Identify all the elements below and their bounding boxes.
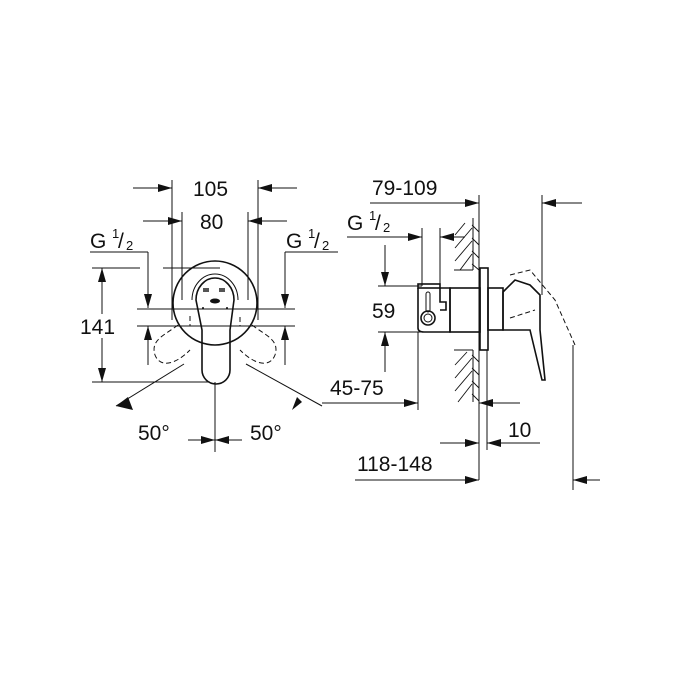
thread-right-g: G [286, 230, 302, 253]
side-view: 79-109 G 1 / 2 [322, 177, 600, 490]
svg-text:/: / [118, 230, 124, 253]
thread-left-g: G [90, 230, 106, 253]
angle-right-label: 50° [250, 422, 282, 445]
svg-text:/: / [375, 212, 381, 235]
dim-105-label: 105 [193, 178, 228, 201]
dim-80-label: 80 [200, 211, 223, 234]
svg-text:2: 2 [383, 220, 390, 235]
front-view: 105 80 G 1 / 2 G 1 / 2 [80, 178, 338, 452]
svg-text:2: 2 [126, 238, 133, 253]
dim-118-148-label: 118-148 [357, 453, 433, 476]
svg-text:1: 1 [369, 208, 376, 223]
svg-text:2: 2 [322, 238, 329, 253]
svg-text:/: / [314, 230, 320, 253]
dim-10-label: 10 [508, 419, 531, 442]
thread-side-g: G [347, 212, 363, 235]
angle-left-label: 50° [138, 422, 170, 445]
svg-text:1: 1 [112, 226, 119, 241]
dim-45-75-label: 45-75 [330, 377, 384, 400]
dim-59-label: 59 [372, 300, 395, 323]
dim-79-109-label: 79-109 [372, 177, 437, 200]
dim-141-label: 141 [80, 316, 115, 339]
svg-text:1: 1 [308, 226, 315, 241]
